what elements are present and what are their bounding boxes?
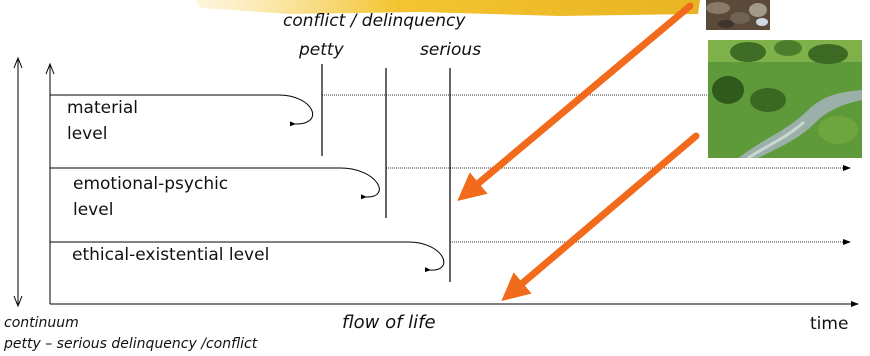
serious-label: serious [420,40,482,60]
orange-arrow-lower [501,132,700,302]
level-label-emotional-1: emotional-psychic [73,174,229,194]
level-label-ethical: ethical-existential level [72,245,270,265]
continuum-sublabel: petty – serious delinquency /conflict [4,336,258,352]
orange-arrow-upper [457,2,694,201]
deflect-curve-emotional [339,167,380,200]
bottom-photo [708,40,862,158]
level-label-emotional-2: level [73,200,114,220]
deflect-curve-ethical [407,241,445,273]
deflect-curve-material [277,94,314,127]
petty-label: petty [299,40,344,60]
top-banner [195,0,700,16]
continuum-label: continuum [4,315,79,331]
level-label-material-2: level [67,124,108,144]
top-photo [706,0,770,30]
continuum-arrow-top-head [13,56,23,69]
continuum-arrow-bottom-head [13,295,23,308]
y-axis-arrowhead [45,62,55,75]
flow-of-life-label: flow of life [342,312,436,333]
conflict-delinquency-title: conflict / delinquency [283,11,466,31]
level-label-material-1: material [67,98,138,118]
time-label: time [810,314,849,334]
